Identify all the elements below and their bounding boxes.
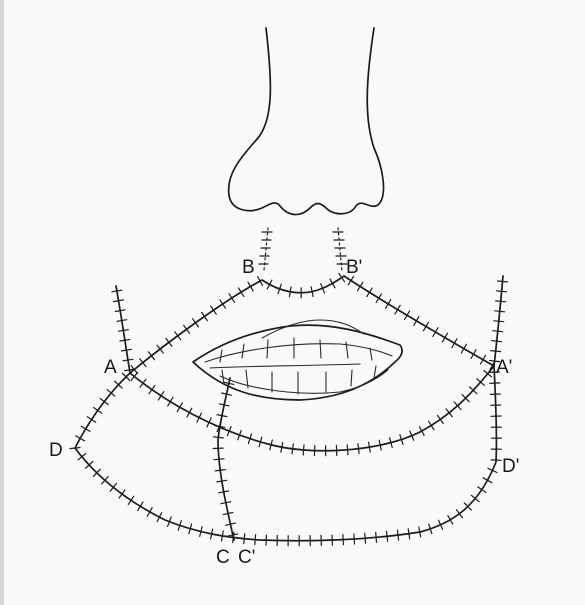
suture-tick (215, 470, 225, 471)
suture-tick (214, 459, 224, 460)
suture-tick (120, 340, 130, 342)
label-a-prime: A' (496, 357, 512, 378)
lower-lip-flap-outline (130, 366, 494, 451)
suture-tick (429, 421, 434, 430)
suture-tick (184, 325, 190, 333)
suture-tick (289, 287, 291, 297)
suture-tick (493, 331, 503, 332)
suture-tick (433, 328, 438, 337)
suture-tick (122, 349, 132, 351)
suture-tick (405, 311, 410, 320)
suture-tick (494, 321, 504, 322)
suture-tick (70, 448, 80, 449)
suture-tick (168, 397, 173, 406)
nose-outline (229, 28, 384, 215)
label-b-prime: B' (346, 257, 362, 278)
suture-tick (220, 300, 226, 308)
label-c: C (216, 547, 230, 568)
suture-tick (376, 532, 377, 542)
suture-tick (149, 386, 155, 394)
suture-tick (222, 531, 224, 541)
label-c-prime: C' (238, 547, 255, 568)
label-d-prime: D' (502, 456, 519, 477)
suture-tick (481, 355, 486, 364)
suture-tick (175, 332, 181, 340)
label-a: A (104, 357, 117, 378)
suture-tick (387, 531, 388, 541)
suture-tick (423, 322, 428, 331)
suture-tick (490, 383, 500, 384)
suture-tick (202, 312, 208, 320)
suture-tick (87, 417, 95, 423)
suture-tick (461, 344, 466, 353)
suture-tick (166, 338, 172, 346)
suture-tick (395, 305, 400, 314)
suture-tick (117, 320, 127, 322)
philtrum-lines (259, 228, 347, 272)
suture-tick (369, 442, 371, 452)
suture-tick (115, 310, 125, 312)
suture-tick (452, 339, 457, 348)
suture-tick (112, 290, 122, 292)
suture-tick (255, 535, 256, 545)
suture-tick (367, 288, 372, 297)
suture-tick (438, 415, 444, 423)
suture-tick (94, 408, 102, 414)
suture-tick (123, 359, 133, 361)
suture-tick (358, 444, 359, 454)
suture-tick (211, 306, 217, 314)
suture-tick (365, 533, 366, 543)
suture-tick (119, 490, 125, 498)
suture-tick (193, 319, 199, 327)
suture-tick (478, 487, 486, 493)
label-b: B (242, 257, 255, 278)
suture-tick (128, 496, 134, 504)
suture-tick (498, 281, 508, 282)
suture-tick (114, 300, 124, 302)
suture-tick (140, 379, 146, 387)
suture-tick (354, 534, 355, 544)
suture-tick (217, 480, 227, 482)
suture-tick (213, 437, 223, 438)
suture-tick (492, 341, 502, 342)
suture-tick (292, 444, 293, 454)
suture-tick (158, 392, 164, 400)
suture-tick (148, 352, 154, 360)
suture-tick (497, 291, 507, 292)
suture-tick (376, 294, 381, 303)
suture-tick (244, 534, 245, 544)
suture-tick (358, 282, 363, 290)
suture-tick (118, 330, 128, 332)
suture-tick (495, 311, 505, 312)
suture-tick (248, 282, 253, 291)
suture-tick (397, 530, 398, 540)
suture-tick (343, 535, 344, 545)
suture-tick (456, 510, 462, 518)
suture-tick (496, 301, 506, 302)
suture-tick (215, 426, 225, 428)
suture-tick (386, 300, 391, 309)
suture-tick (408, 529, 409, 539)
suture-tick (339, 273, 345, 281)
suture-tick (239, 288, 244, 297)
suture-tick (491, 351, 501, 352)
suture-tick (229, 294, 234, 303)
teeth (205, 338, 392, 394)
suture-marks (70, 273, 508, 545)
suture-tick (303, 445, 304, 455)
suture-tick (347, 445, 348, 455)
suture-tick (442, 333, 447, 342)
label-d: D (49, 440, 63, 461)
suture-tick (81, 426, 90, 431)
suture-tick (138, 502, 143, 511)
